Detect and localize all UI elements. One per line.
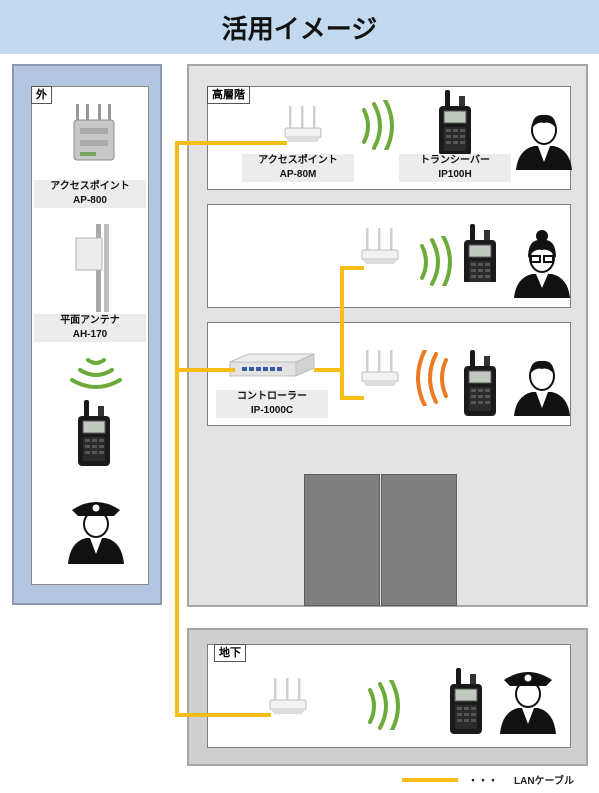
upper-transceiver-icon <box>438 90 472 157</box>
elevator-door-left <box>304 474 380 606</box>
outdoor-ap-name: アクセスポイント <box>34 180 146 194</box>
lan-cable-controller-out <box>314 368 344 372</box>
controller-floor-transceiver-icon <box>463 349 497 417</box>
middle-transceiver-icon <box>463 223 497 282</box>
legend-dots: ・・・ <box>468 776 498 787</box>
controller-icon <box>229 353 315 377</box>
basement-signal-icon <box>368 680 400 730</box>
outdoor-tag: 外 <box>31 86 52 104</box>
antenna-name: 平面アンテナ <box>34 314 146 328</box>
middle-signal-icon <box>420 236 452 286</box>
lan-cable-lower-ap <box>340 396 364 400</box>
guard-icon <box>68 502 124 564</box>
woman-person-icon <box>514 230 570 298</box>
lan-cable-upper <box>175 141 287 145</box>
controller-name: コントローラー <box>216 390 328 404</box>
outdoor-ap-model: AP-800 <box>34 194 146 208</box>
lan-cable-trunk <box>175 141 179 717</box>
upper-ap-model: AP-80M <box>242 168 354 182</box>
lan-cable-controller <box>175 368 235 372</box>
lan-cable-riser <box>340 266 344 400</box>
elevator-door-right <box>381 474 457 606</box>
antenna-model: AH-170 <box>34 328 146 342</box>
orange-signal-icon <box>416 350 448 406</box>
controller-floor-person-icon <box>513 359 571 417</box>
controller-floor-access-point-icon <box>361 350 399 387</box>
legend-label: LANケーブル <box>514 776 574 787</box>
basement-access-point-icon <box>269 677 307 715</box>
lan-cable-middle-ap <box>340 266 364 270</box>
outdoor-transceiver-icon <box>77 400 111 467</box>
flat-antenna-icon <box>75 224 109 312</box>
transceiver-model: IP100H <box>399 168 511 182</box>
middle-access-point-icon <box>361 228 399 265</box>
basement-tag: 地下 <box>214 644 246 662</box>
upper-ap-name: アクセスポイント <box>242 154 354 168</box>
outdoor-signal-icon <box>70 358 122 389</box>
page-title: 活用イメージ <box>0 0 599 54</box>
upper-person-icon <box>515 113 573 171</box>
upper-floor-tag: 高層階 <box>207 86 250 104</box>
legend-lan-line <box>402 778 458 782</box>
outdoor-access-point-icon <box>73 104 115 161</box>
basement-guard-icon <box>500 672 556 734</box>
transceiver-name: トランシーバー <box>399 154 511 168</box>
lan-cable-basement <box>175 713 271 717</box>
controller-model: IP-1000C <box>216 404 328 418</box>
upper-signal-icon <box>362 100 394 150</box>
basement-transceiver-icon <box>449 667 483 735</box>
upper-access-point-icon <box>284 106 322 143</box>
